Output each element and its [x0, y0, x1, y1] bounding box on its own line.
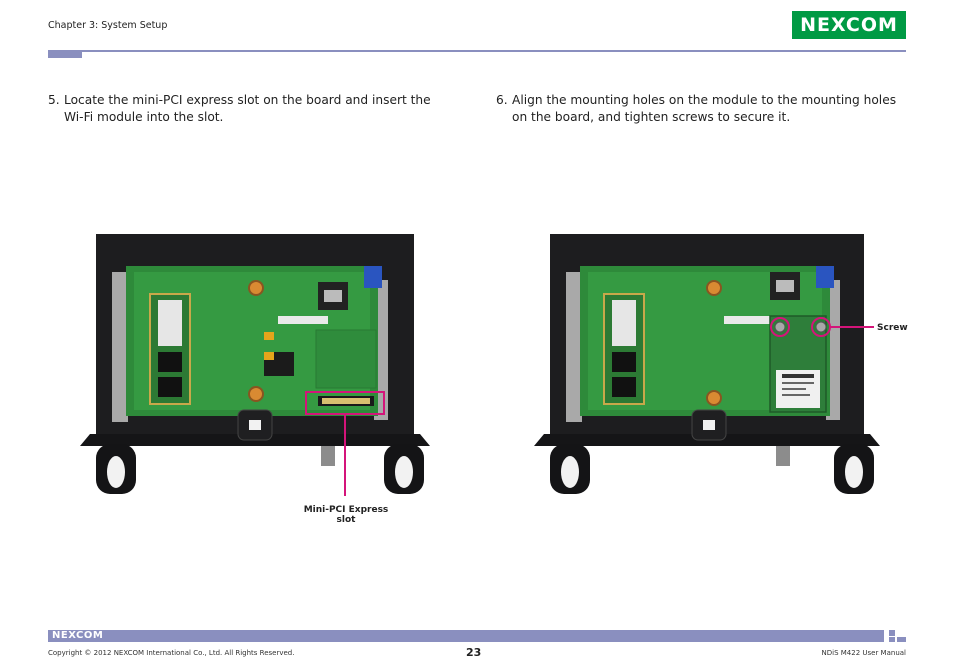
label-line: [782, 382, 814, 384]
logo-text: NEXCOM: [800, 14, 898, 36]
screw: [815, 321, 827, 333]
footer-square: [897, 637, 906, 642]
pcb-region: [315, 329, 377, 389]
capacitor: [264, 352, 274, 360]
label-line: [782, 394, 810, 396]
page-number: 23: [466, 646, 482, 659]
rail-left: [566, 272, 582, 422]
photo-board-slot: [80, 234, 430, 496]
header-accent-block: [48, 50, 82, 58]
ear-hole-left: [107, 456, 125, 488]
tab-hole: [703, 420, 715, 430]
standoff: [248, 280, 264, 296]
slot-callout-label: Mini-PCI Express slot: [303, 505, 389, 525]
memory-chip: [158, 352, 182, 372]
manual-name: NDiS M422 User Manual: [821, 649, 906, 657]
nexcom-logo: NEXCOM: [792, 11, 906, 39]
barcode: [782, 374, 814, 378]
footer-logo: NEXCOM: [52, 630, 104, 641]
standoff: [706, 280, 722, 296]
memory-label: [612, 300, 636, 346]
label-line: [782, 388, 806, 390]
step-5: 5. Locate the mini-PCI express slot on t…: [48, 92, 438, 125]
footer-bar: [48, 630, 884, 642]
header-rule: [48, 50, 906, 52]
sim-contacts: [776, 280, 794, 292]
slot-pins: [322, 398, 370, 404]
ear-hole-left: [561, 456, 579, 488]
screw-highlight: [770, 317, 790, 337]
ear-hole-right: [395, 456, 413, 488]
footer-square: [889, 637, 895, 642]
step-text: Locate the mini-PCI express slot on the …: [64, 93, 431, 124]
step-text: Align the mounting holes on the module t…: [512, 93, 897, 124]
screw: [774, 321, 786, 333]
blue-latch: [364, 266, 382, 288]
antenna-connector: [776, 446, 790, 466]
footer-square: [889, 630, 895, 636]
photo-module-installed: [534, 234, 880, 494]
chapter-title: Chapter 3: System Setup: [48, 20, 168, 31]
pcb-label: [278, 316, 328, 324]
blue-latch: [816, 266, 834, 288]
pcb-label: [724, 316, 774, 324]
memory-label: [158, 300, 182, 346]
step-number: 6.: [496, 93, 508, 107]
standoff: [706, 390, 722, 406]
sim-contacts: [324, 290, 342, 302]
memory-chip: [612, 377, 636, 397]
copyright-text: Copyright © 2012 NEXCOM International Co…: [48, 649, 295, 657]
screw-callout-label: Screw: [877, 323, 908, 333]
step-6: 6. Align the mounting holes on the modul…: [496, 92, 906, 125]
standoff: [248, 386, 264, 402]
antenna-connector: [321, 446, 335, 466]
memory-chip: [612, 352, 636, 372]
memory-chip: [158, 377, 182, 397]
step-number: 5.: [48, 93, 60, 107]
ear-hole-right: [845, 456, 863, 488]
capacitor: [264, 332, 274, 340]
tab-hole: [249, 420, 261, 430]
rail-left: [112, 272, 128, 422]
